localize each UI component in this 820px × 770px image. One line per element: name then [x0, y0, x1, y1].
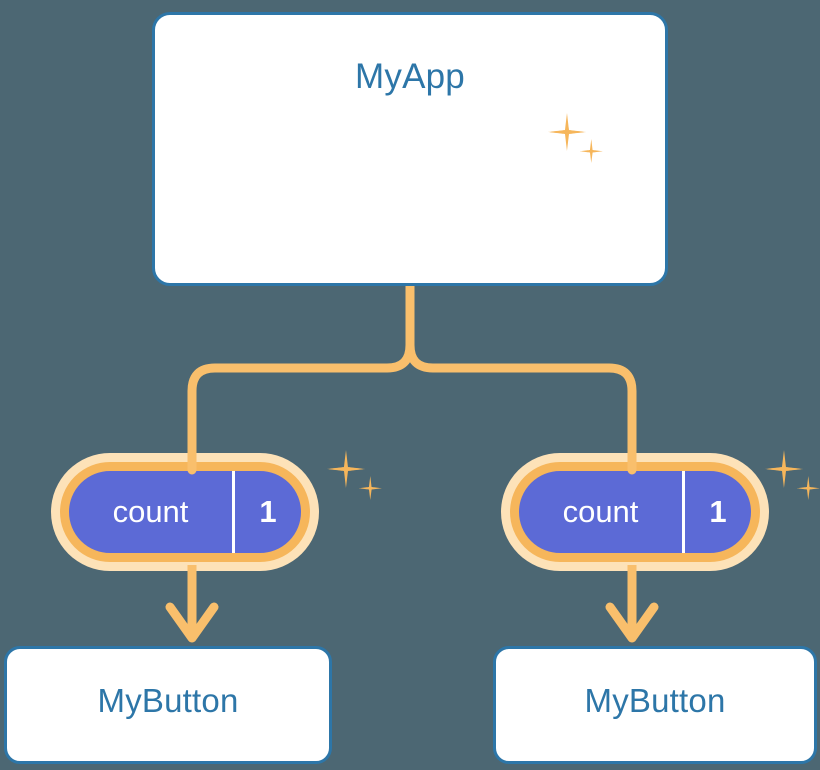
mybutton-card-right-title: MyButton [584, 682, 726, 719]
myapp-card-title: MyApp [355, 57, 465, 96]
myapp-card[interactable]: MyApp [152, 12, 668, 286]
left-child-state-pill[interactable]: count 1 [60, 462, 310, 562]
arrow-head-left-icon [165, 602, 219, 643]
right-child-state-value: 1 [709, 494, 727, 529]
mybutton-card-left-title: MyButton [97, 682, 239, 719]
connector-right-branch [405, 281, 637, 475]
right-child-state-pill[interactable]: count 1 [510, 462, 760, 562]
arrow-head-right-icon [605, 602, 659, 643]
mybutton-card-right[interactable]: MyButton [493, 646, 817, 764]
mybutton-card-left[interactable]: MyButton [4, 646, 332, 764]
right-child-state-key: count [519, 471, 685, 553]
connector-left-branch [187, 281, 415, 475]
left-child-state-key: count [69, 471, 235, 553]
left-child-state-value: 1 [259, 494, 277, 529]
